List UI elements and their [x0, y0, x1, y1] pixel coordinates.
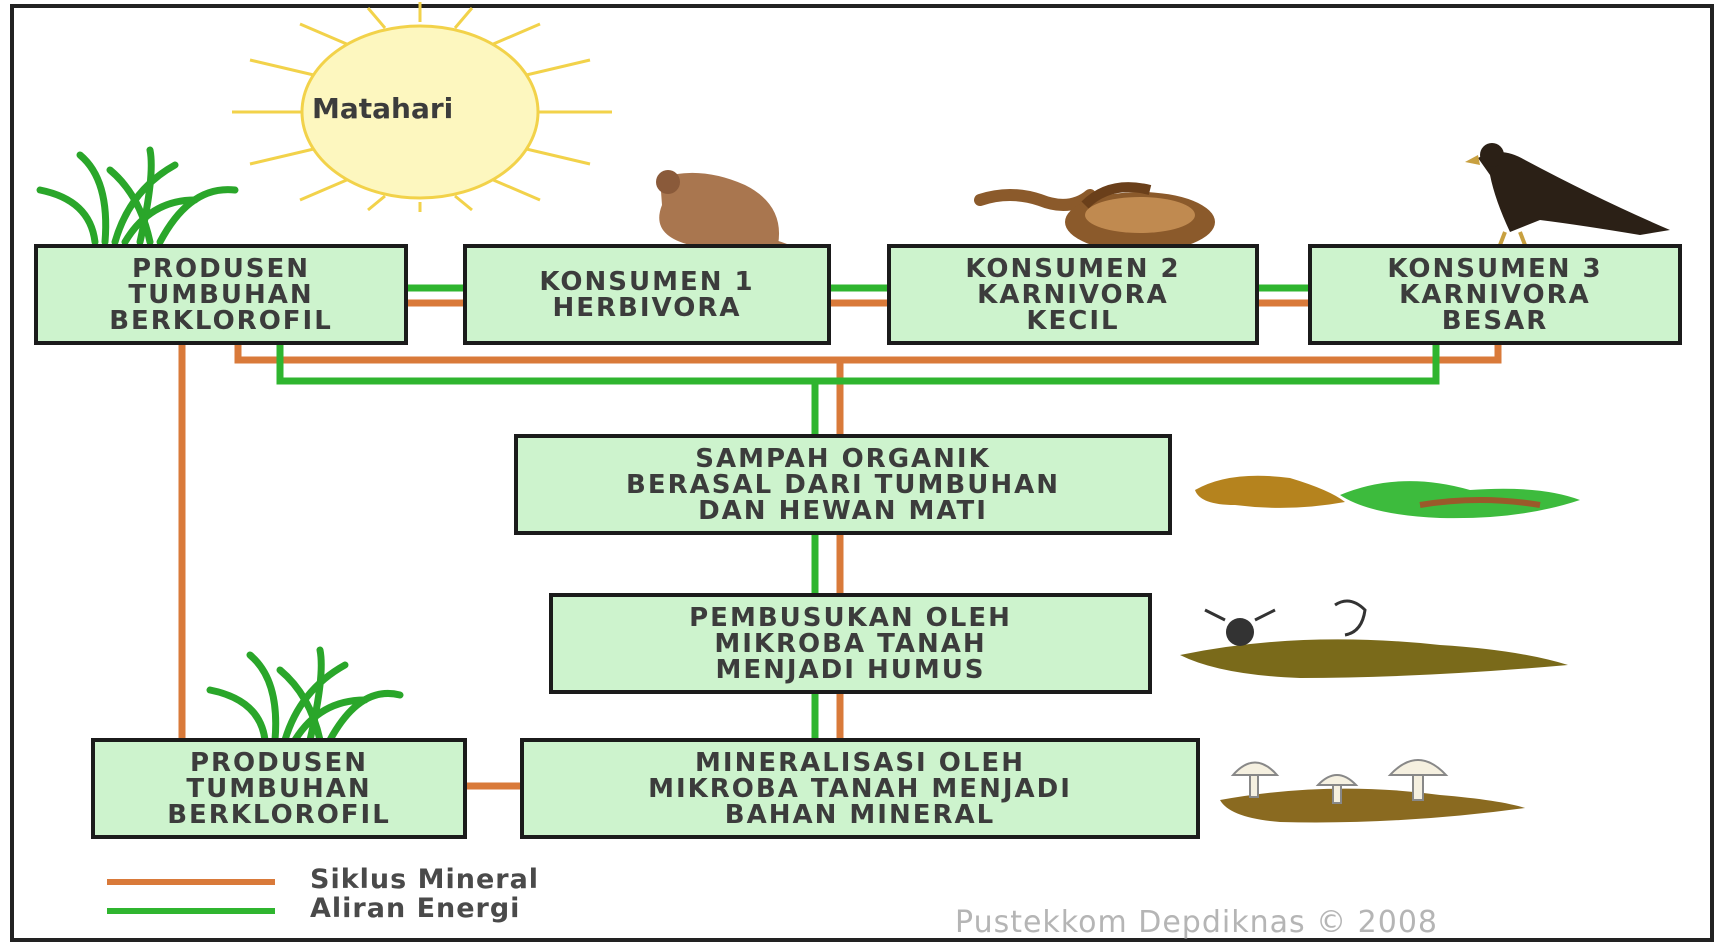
organic-waste-line-1: SAMPAH ORGANIK — [695, 443, 991, 474]
organic-waste-box: SAMPAH ORGANIK BERASAL DARI TUMBUHAN DAN… — [514, 434, 1172, 535]
decomposition-line-1: PEMBUSUKAN OLEH — [689, 602, 1012, 633]
consumer2-line-1: KONSUMEN 2 — [965, 253, 1181, 284]
producer-top-line-1: PRODUSEN — [131, 253, 311, 284]
consumer3-line-1: KONSUMEN 3 — [1387, 253, 1603, 284]
consumer3-line-2: KARNIVORA — [1399, 279, 1591, 310]
decomposition-line-2: MIKROBA TANAH — [714, 628, 987, 659]
consumer2-box: KONSUMEN 2 KARNIVORA KECIL — [887, 244, 1259, 345]
legend-mineral-label: Siklus Mineral — [310, 864, 540, 895]
consumer2-line-2: KARNIVORA — [977, 279, 1169, 310]
sun-icon — [232, 2, 612, 212]
mineralization-line-1: MINERALISASI OLEH — [695, 747, 1025, 778]
mineralization-line-3: BAHAN MINERAL — [724, 799, 996, 830]
credit-text: Pustekkom Depdiknas © 2008 — [955, 905, 1439, 940]
consumer1-line-1: KONSUMEN 1 — [539, 266, 755, 297]
producer-top-line-3: BERKLOROFIL — [109, 305, 333, 336]
producer-top-box: PRODUSEN TUMBUHAN BERKLOROFIL — [34, 244, 408, 345]
decomposition-box: PEMBUSUKAN OLEH MIKROBA TANAH MENJADI HU… — [549, 593, 1152, 694]
producer-bottom-box: PRODUSEN TUMBUHAN BERKLOROFIL — [91, 738, 467, 839]
producer-top-line-2: TUMBUHAN — [128, 279, 314, 310]
consumer1-line-2: HERBIVORA — [552, 292, 742, 323]
consumer1-box: KONSUMEN 1 HERBIVORA — [463, 244, 831, 345]
mineral-cycle-lines — [178, 299, 1502, 790]
producer-bottom-line-2: TUMBUHAN — [186, 773, 372, 804]
sun-label: Matahari — [312, 92, 454, 125]
organic-waste-line-2: BERASAL DARI TUMBUHAN — [626, 469, 1060, 500]
dead-animal-icon — [1195, 475, 1580, 519]
snake-icon — [974, 182, 1215, 252]
mineralization-line-2: MIKROBA TANAH MENJADI — [648, 773, 1072, 804]
consumer3-line-3: BESAR — [1441, 305, 1549, 336]
consumer2-line-3: KECIL — [1026, 305, 1120, 336]
producer-bottom-line-1: PRODUSEN — [189, 747, 369, 778]
mushroom-icon — [1220, 759, 1525, 823]
eagle-icon — [1465, 143, 1670, 246]
decomposer-icon — [1180, 599, 1568, 678]
producer-bottom-line-3: BERKLOROFIL — [167, 799, 391, 830]
consumer3-box: KONSUMEN 3 KARNIVORA BESAR — [1308, 244, 1682, 345]
organic-waste-line-3: DAN HEWAN MATI — [698, 495, 988, 526]
mineralization-box: MINERALISASI OLEH MIKROBA TANAH MENJADI … — [520, 738, 1200, 839]
legend-energy-label: Aliran Energi — [310, 893, 521, 924]
decomposition-line-3: MENJADI HUMUS — [715, 654, 986, 685]
grass-bottom-icon — [206, 646, 404, 744]
grass-icon — [36, 146, 239, 246]
